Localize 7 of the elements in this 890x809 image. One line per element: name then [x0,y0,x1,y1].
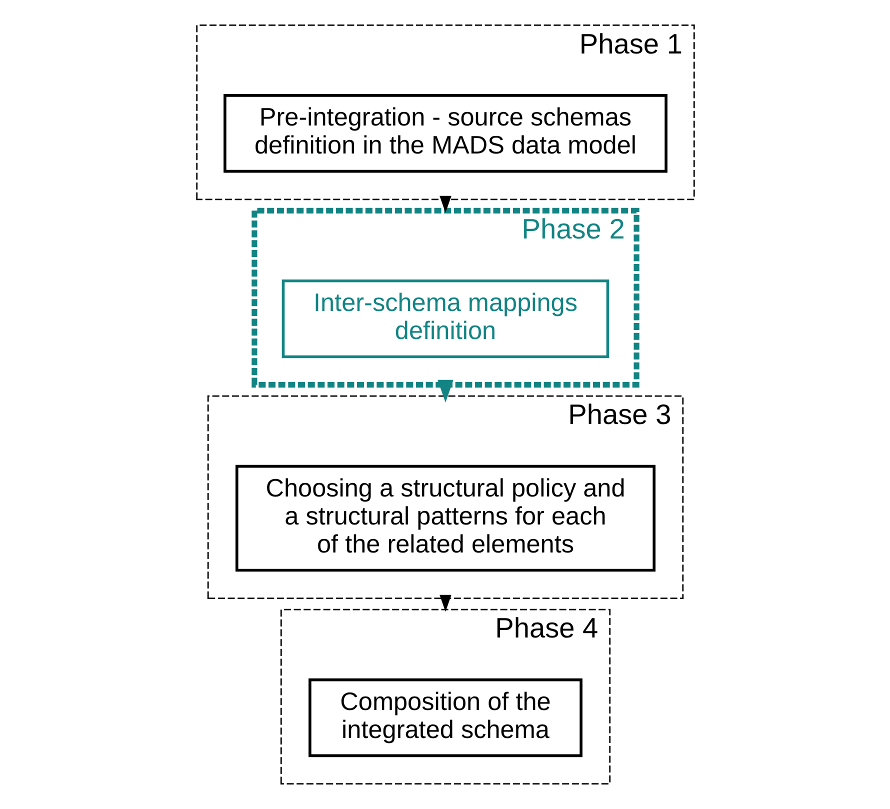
node-box: Choosing a structural policy and a structural patterns for each of the related elements [235,464,655,572]
node-box: Composition of the integrated schema [308,678,582,758]
arrow [439,196,451,213]
arrow [437,380,453,402]
node-box: Pre-integration - source schemas definition in the MADS data model [223,94,667,173]
node-box: Inter-schema mappings definition [281,279,609,358]
arrow [439,594,451,612]
